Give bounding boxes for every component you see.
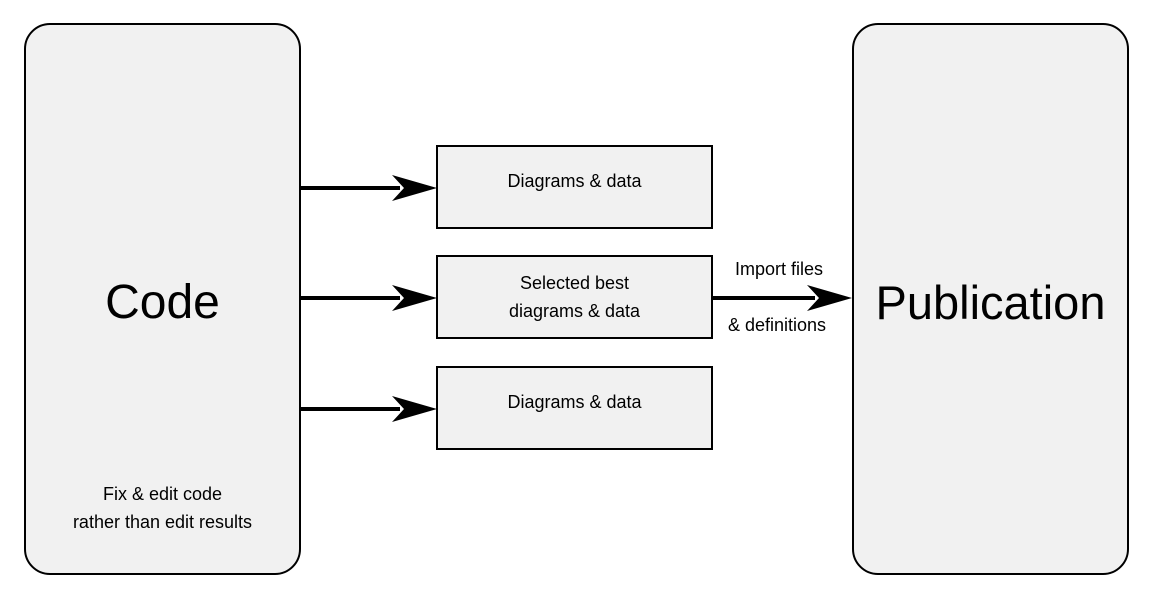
output-box-selected: Selected best diagrams & data [436,255,713,339]
code-note-line-1: Fix & edit code [102,484,223,504]
output-box-bottom: Diagrams & data [436,366,713,450]
output-box-bottom-label: Diagrams & data [438,388,711,416]
code-block: Code Fix & edit code rather than edit re… [24,23,301,575]
output-box-top: Diagrams & data [436,145,713,229]
output-box-bottom-line-1: Diagrams & data [507,392,642,412]
arrow-code-to-selected [301,285,437,311]
output-box-top-label: Diagrams & data [438,167,711,195]
code-note-line-2: rather than edit results [72,512,253,532]
arrow-code-to-bottom [301,396,437,422]
arrow-selected-to-publication [713,285,852,311]
output-box-selected-line-2: diagrams & data [508,301,641,321]
code-block-title: Code [105,276,220,329]
import-edge-label-line-2: & definitions [728,315,827,335]
output-box-selected-line-1: Selected best [519,273,630,293]
code-block-note: Fix & edit code rather than edit results [26,480,299,536]
arrow-code-to-top [301,175,437,201]
output-box-selected-label: Selected best diagrams & data [438,269,711,325]
publication-block-title: Publication [875,276,1106,329]
import-edge-label-line-1: Import files [735,259,824,279]
output-box-top-line-1: Diagrams & data [507,171,642,191]
publication-block: Publication [852,23,1129,575]
